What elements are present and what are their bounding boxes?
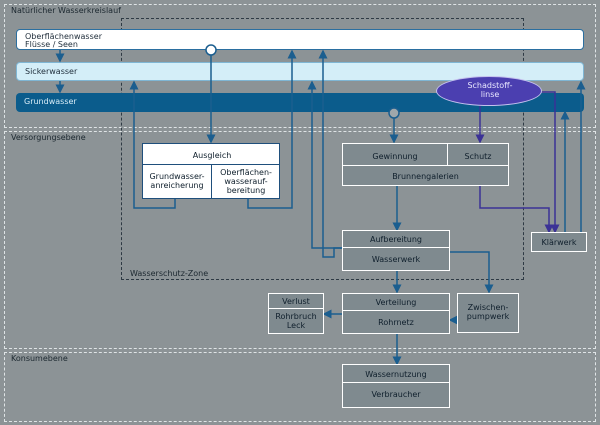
- treatment-divider: [343, 247, 449, 248]
- klaerwerk-label: Klärwerk: [541, 238, 577, 247]
- treatment-box: Aufbereitung Wasserwerk: [342, 230, 450, 271]
- seepage-label: Sickerwasser: [25, 67, 78, 76]
- waterworks-to-pump-line: [450, 251, 494, 294]
- klaerwerk-box: Klärwerk: [531, 232, 587, 252]
- loss-divider: [269, 308, 323, 309]
- protection-zone: Wasserschutz-Zone: [121, 18, 524, 280]
- surface-water-label: Oberflächenwasser: [25, 32, 102, 41]
- natural-cycle-label: Natürlicher Wasserkreislauf: [11, 6, 121, 15]
- waterworks-label: Wasserwerk: [371, 255, 421, 264]
- extraction-box: Gewinnung Schutz Brunnengalerien: [342, 143, 509, 186]
- waterworks-to-seepage-line: [307, 80, 342, 249]
- natural-cycle-section: Natürlicher Wasserkreislauf: [4, 4, 596, 128]
- loss-label-2: Leck: [286, 321, 306, 330]
- extraction-divider: [343, 165, 508, 166]
- pollutant-lens: Schadstoff- linse: [436, 76, 542, 106]
- pollutant-label-2: linse: [480, 90, 500, 99]
- pump-station-box: Zwischen- pumpwerk: [457, 293, 519, 333]
- usage-title: Wassernutzung: [365, 370, 427, 379]
- seepage-band: Sickerwasser: [16, 62, 584, 81]
- loss-box: Verlust Rohrbruch Leck: [268, 293, 324, 334]
- consumer-label: Konsumebene: [11, 354, 68, 363]
- surface-treatment-label-1: Oberflächen-: [220, 168, 272, 177]
- usage-box: Wassernutzung Verbraucher: [342, 364, 450, 408]
- protection-to-klaerwerk-line: [479, 186, 554, 234]
- supply-label: Versorgungsebene: [11, 133, 86, 142]
- pollutant-label-1: Schadstoff-: [467, 81, 513, 90]
- pollutant-drain-line: [530, 91, 560, 234]
- recharge-to-seepage-line: [129, 80, 176, 209]
- balance-title: Ausgleich: [192, 151, 232, 160]
- waterworks-to-surface-line: [318, 49, 342, 258]
- supply-section: Versorgungsebene: [4, 131, 596, 349]
- treatment-title: Aufbereitung: [370, 235, 422, 244]
- surface-treatment-label-2: wasserauf-: [224, 177, 268, 186]
- consumer-section: Konsumebene: [4, 352, 596, 422]
- surface-water-sublabel: Flüsse / Seen: [25, 40, 78, 49]
- surface-treatment-label-3: bereitung: [226, 186, 266, 195]
- groundwater-label: Grundwasser: [24, 97, 77, 106]
- gewinnung-label: Gewinnung: [372, 152, 418, 161]
- groundwater-junction: [388, 107, 400, 119]
- balance-box: Ausgleich Grundwasser- anreicherung Ober…: [142, 143, 280, 199]
- usage-divider: [343, 382, 449, 383]
- loss-title: Verlust: [282, 297, 310, 306]
- protection-zone-label: Wasserschutz-Zone: [130, 269, 209, 278]
- distribution-title: Verteilung: [375, 298, 417, 307]
- consumer-label-box: Verbraucher: [371, 390, 421, 399]
- pipe-network-label: Rohrnetz: [378, 318, 414, 327]
- treatment-return-line: [247, 49, 297, 209]
- extraction-vdivider: [447, 144, 448, 165]
- surface-water-band: Oberflächenwasser Flüsse / Seen: [16, 29, 584, 50]
- pump-label-1: Zwischen-: [467, 303, 509, 312]
- recharge-label-1: Grundwasser-: [149, 172, 205, 181]
- distribution-box: Verteilung Rohrnetz: [342, 293, 450, 334]
- loss-label-1: Rohrbruch: [275, 312, 317, 321]
- distribution-divider: [343, 310, 449, 311]
- balance-vdivider: [211, 164, 212, 199]
- surface-junction: [205, 44, 217, 56]
- recharge-label-2: anreicherung: [150, 181, 204, 190]
- brunnen-label: Brunnengalerien: [392, 172, 459, 181]
- pump-label-2: pumpwerk: [466, 312, 510, 321]
- schutz-label: Schutz: [464, 152, 492, 161]
